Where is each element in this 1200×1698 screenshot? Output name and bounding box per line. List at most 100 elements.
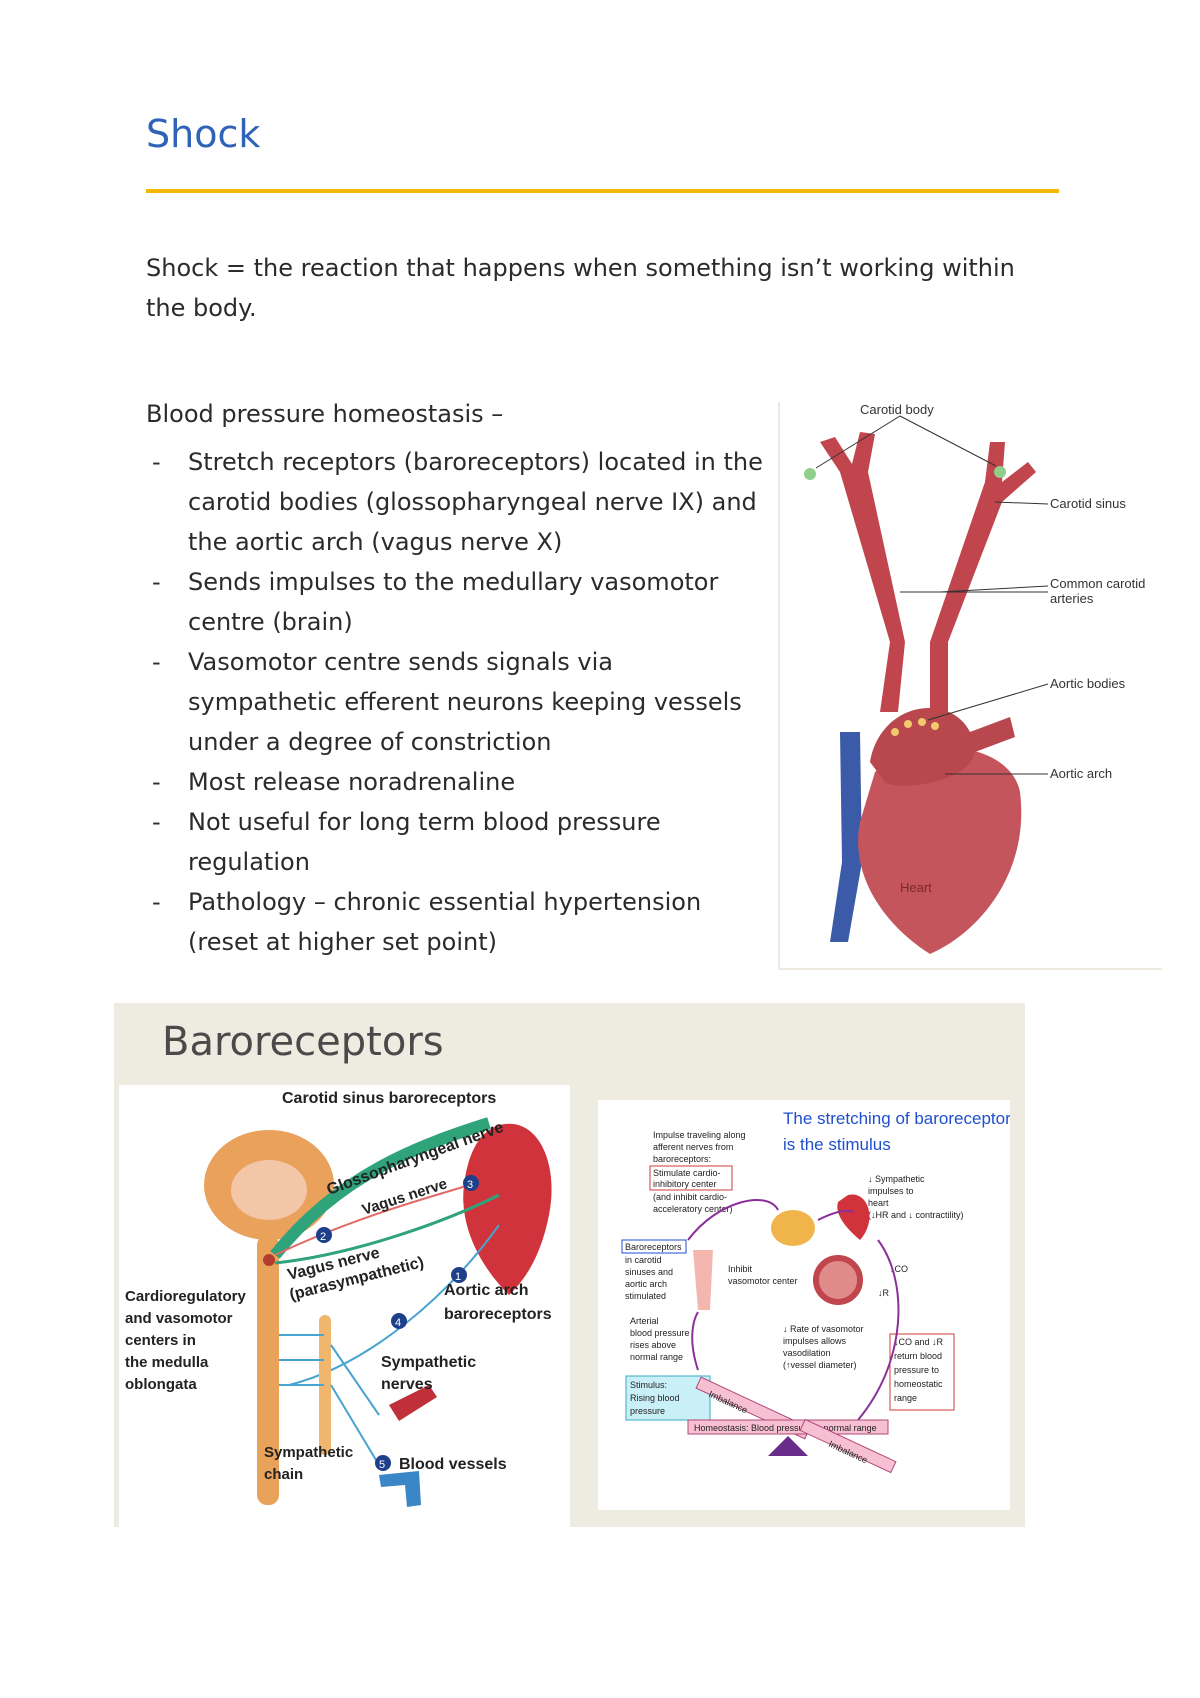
carotid-aortic-figure: Carotid body Carotid sinus Common caroti… [778,402,1162,970]
label-cardio-2: and vasomotor [125,1310,233,1327]
bullet-item: -Pathology – chronic essential hypertens… [146,882,766,962]
marker-2: 2 [320,1231,326,1243]
arterial-4: normal range [630,1352,683,1362]
label-symp-nerves-2: nerves [381,1376,433,1393]
inhibit-1: (and inhibit cardio- [653,1192,727,1202]
stimulus-3: pressure [630,1406,665,1416]
aortic-body [918,718,926,726]
marker-3: 3 [467,1179,473,1191]
carotid-body-left [804,468,816,480]
blood-vessel-red [389,1385,437,1421]
title-underline [146,189,1059,193]
rate-3: vasodilation [783,1348,831,1358]
baro-2: sinuses and [625,1267,673,1277]
impulse-1: Impulse traveling along [653,1130,746,1140]
bullet-marker: - [152,648,161,676]
label-carotid-sinus: Carotid sinus [1050,496,1126,511]
bullet-text: Sends impulses to the medullary vasomoto… [188,568,719,636]
baro-3: aortic arch [625,1279,667,1289]
bullet-text: Vasomotor centre sends signals via sympa… [188,648,742,756]
bullet-list: - Stretch receptors (baroreceptors) locat… [146,442,766,962]
vena-cava-shape [830,732,862,942]
rate-2: impulses allows [783,1336,847,1346]
arterial-1: Arterial [630,1316,659,1326]
bullet-text: Stretch receptors (baroreceptors) locate… [188,448,763,556]
carotid-aortic-illustration: Carotid body Carotid sinus Common caroti… [804,402,1145,954]
heart-shape [858,747,1022,954]
step-markers: 1 2 3 4 5 [316,1175,479,1471]
label-common-carotid: Common carotid [1050,576,1145,591]
rate-4: (↑vessel diameter) [783,1360,857,1370]
label-cardio-3: centers in [125,1332,196,1349]
inhibit-2: acceleratory center) [653,1204,733,1214]
bullet-marker: - [152,768,161,796]
left-carotid-shape [820,432,905,712]
label-cardio-1: Cardioregulatory [125,1288,247,1305]
inhibit-vaso-1: Inhibit [728,1264,753,1274]
return-box [889,1333,955,1411]
artery-icon [693,1250,713,1310]
label-symp-chain-2: chain [264,1466,303,1483]
inhibit-vaso-2: vasomotor center [728,1276,798,1286]
arterial-2: blood pressure [630,1328,690,1338]
bullet-text: Most release noradrenaline [188,768,516,796]
loop-arrow [691,1311,699,1371]
label-symp-nerves-1: Sympathetic [381,1354,476,1371]
label-common-carotid-2: arteries [1050,591,1094,606]
loop-arrow [857,1239,900,1421]
baroreflex-pathway-panel: Carotid sinus baroreceptors Glossopharyn… [119,1085,570,1527]
marker-1: 1 [455,1271,461,1283]
homeostasis-beam [687,1419,889,1435]
bullet-item: -Stretch receptors (baroreceptors) locat… [146,442,766,562]
headline-2: is the stimulus [783,1135,891,1154]
label-blood-vessels: Blood vessels [399,1456,507,1473]
arterial-3: rises above [630,1340,676,1350]
label-heart: Heart [900,880,932,895]
bullet-item: -Most release noradrenaline [146,762,766,802]
aortic-body [904,720,912,728]
heart-icon [837,1194,870,1240]
label-cardio-4: the medulla [125,1354,209,1371]
bullet-text: Not useful for long term blood pressure … [188,808,661,876]
right-carotid-shape [930,442,1036,712]
bullet-item: -Not useful for long term blood pressure… [146,802,766,882]
medulla-center [263,1254,275,1266]
loop-arrow [687,1199,779,1241]
leader-lines [815,415,1049,775]
stimulus-box [625,1375,711,1421]
r-label: ↓R [878,1288,890,1298]
rate-1: ↓ Rate of vasomotor [783,1324,864,1334]
bullet-text: Pathology – chronic essential hypertensi… [188,888,702,956]
impulse-3: baroreceptors: [653,1154,711,1164]
stimulus-2: Rising blood [630,1393,680,1403]
glossopharyngeal-nerve-path [270,1117,491,1259]
intro-paragraph: Shock = the reaction that happens when s… [146,254,1015,322]
bp-heading: Blood pressure homeostasis – [146,400,504,428]
stimulate-box [649,1165,733,1191]
aortic-body [931,722,939,730]
return-5: range [894,1393,917,1403]
label-aortic-1: Aortic arch [444,1282,528,1299]
return-1: ↓CO and ↓R [894,1337,944,1347]
return-3: pressure to [894,1365,939,1375]
sympathetic-branches [279,1334,380,1466]
page-title: Shock [146,112,261,156]
aortic-body [891,728,899,736]
return-4: homeostatic [894,1379,943,1389]
baroreflex-pathway-illustration: Carotid sinus baroreceptors Glossopharyn… [125,1090,552,1507]
marker-5: 5 [379,1459,385,1471]
baro-1: in carotid [625,1255,662,1265]
label-carotid-body: Carotid body [860,402,934,417]
symp-4: (↓HR and ↓ contractility) [868,1210,964,1220]
stim-cardio-1: Stimulate cardio- [653,1168,721,1178]
sympathetic-chain-shape [319,1315,331,1455]
marker-4: 4 [395,1317,401,1329]
impulse-2: afferent nerves from [653,1142,733,1152]
label-aortic-arch: Aortic arch [1050,766,1112,781]
stim-cardio-2: inhibitory center [653,1179,717,1189]
label-cardio-5: oblongata [125,1376,197,1393]
baroreceptors-slide: Baroreceptors [114,1003,1025,1527]
blood-vessel-blue [379,1471,421,1507]
bullet-marker: - [152,808,161,836]
carotid-body-right [994,466,1006,478]
